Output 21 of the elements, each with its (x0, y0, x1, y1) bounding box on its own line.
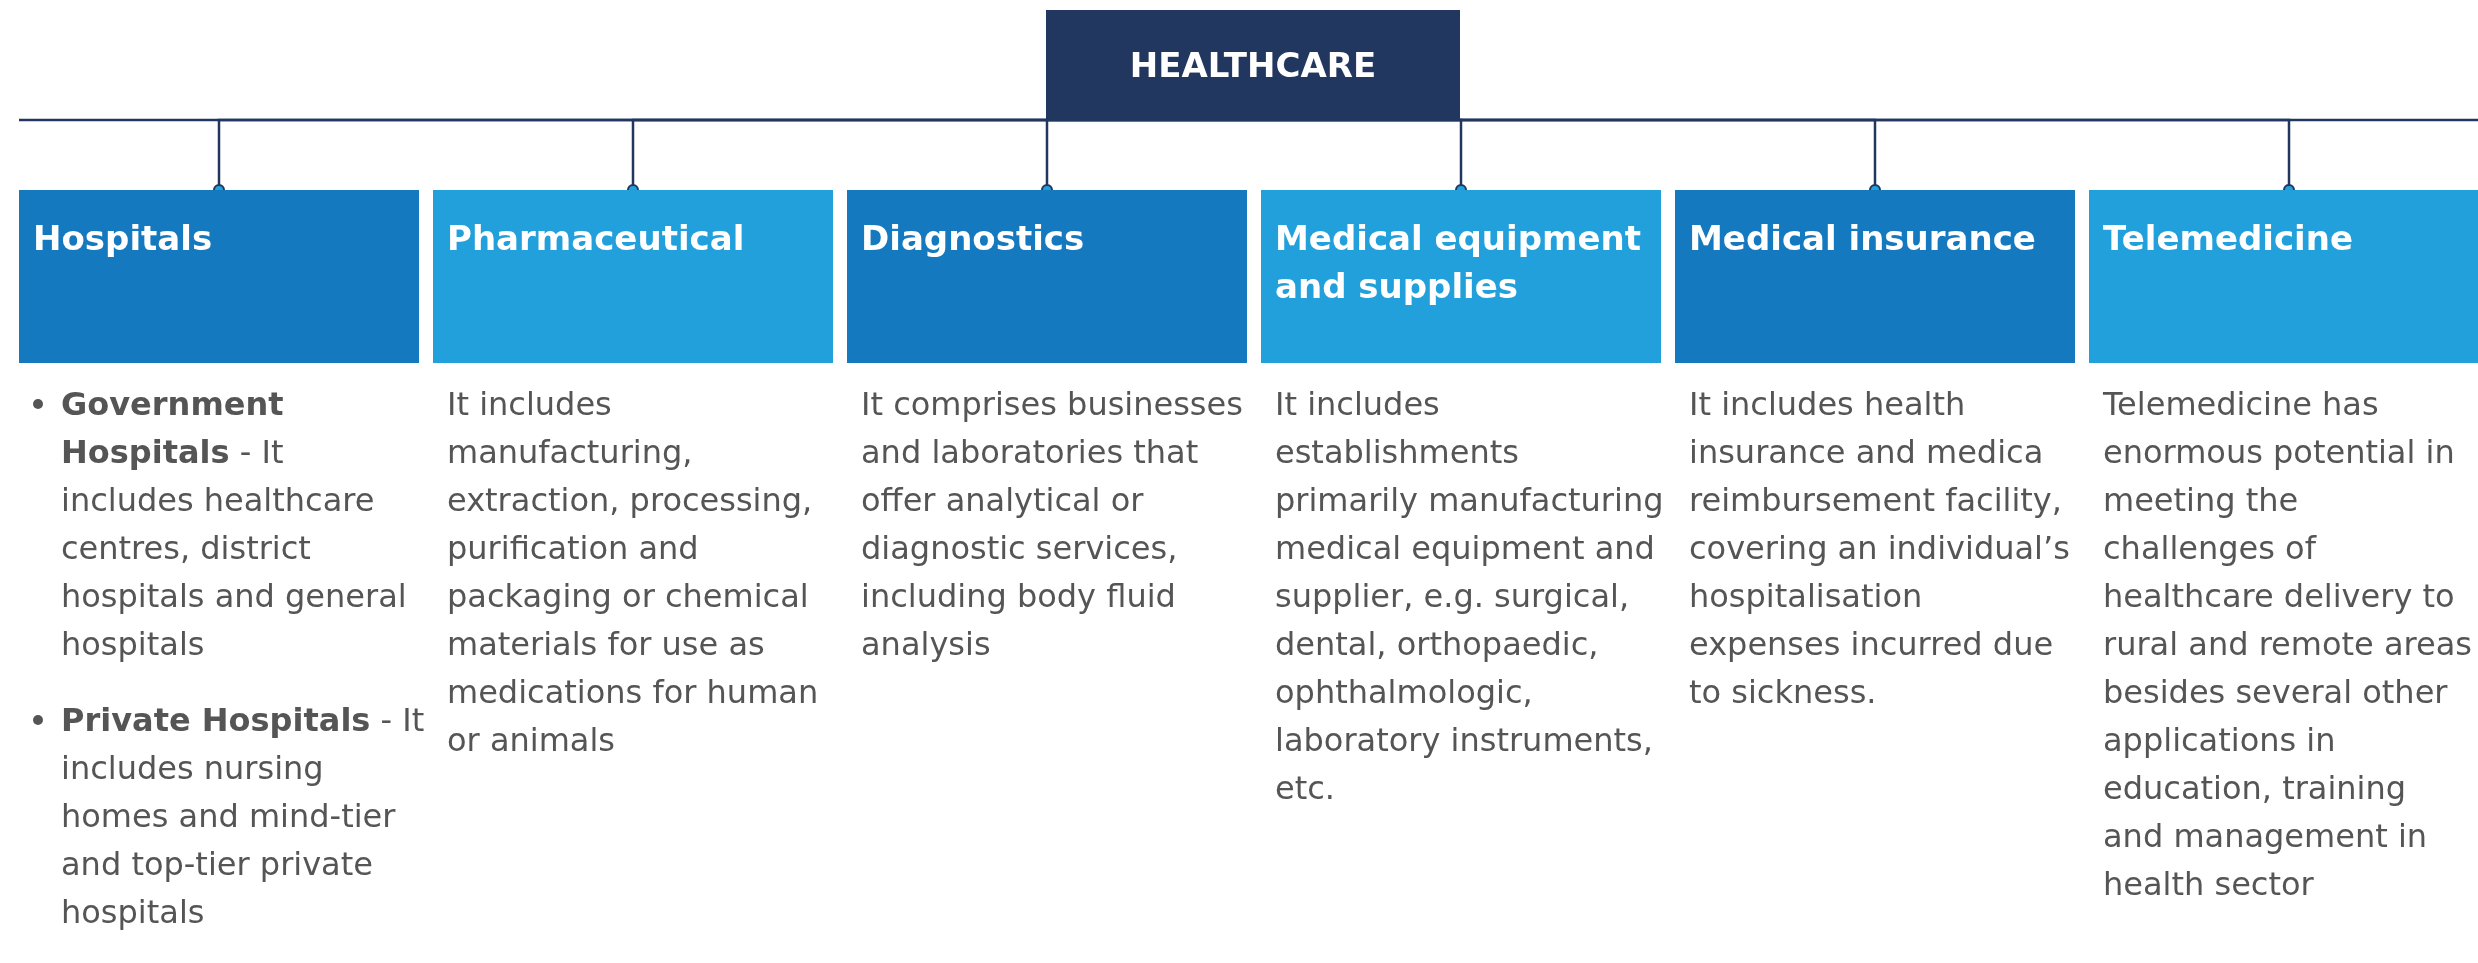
category-box (1261, 190, 1661, 363)
category-heading: Hospitals (33, 217, 214, 260)
category-heading: Pharmaceutical (447, 217, 746, 260)
description-text: Telemedicine has enormous potential in meeting the challenges of healthcare delivery to rural and remote areas besides several other applications in education, training and management in health sector (2103, 384, 2473, 905)
category-box (847, 190, 1247, 363)
bullet-item: Government Hospitals - It includes healthcare centres, district hospitals and general hospitals (61, 384, 408, 665)
description-text: It includes health insurance and medica reimbursement facility, covering an individual’s hospitalisation expenses incurred due to sickness. (1689, 384, 2071, 713)
description-text: It includes establishments primarily manufacturing medical equipment and supplier, e.g. surgical, dental, orthopaedic, ophthalmologic, laboratory instruments, etc. (1275, 384, 1665, 809)
category-box (2089, 190, 2478, 363)
category-heading: Medical insurance (1689, 217, 2037, 260)
category-heading: Telemedicine (2103, 217, 2354, 260)
category-box (433, 190, 833, 363)
title-text: HEALTHCARE (1128, 44, 1378, 87)
description-text: It includes manufacturing, extraction, processing, purification and packaging or chemical materials for use as medications for human or animals (447, 384, 820, 761)
bullet-item: Private Hospitals - It includes nursing homes and mind-tier and top-tier private hospitals (61, 700, 425, 933)
description-text: It comprises businesses and laboratories that offer analytical or diagnostic services, including body fluid analysis (861, 384, 1244, 665)
category-box (19, 190, 419, 363)
category-box (1675, 190, 2075, 363)
category-heading: Medical equipment and supplies (1275, 217, 1642, 308)
title-box (1046, 10, 1460, 120)
category-heading: Diagnostics (861, 217, 1086, 260)
